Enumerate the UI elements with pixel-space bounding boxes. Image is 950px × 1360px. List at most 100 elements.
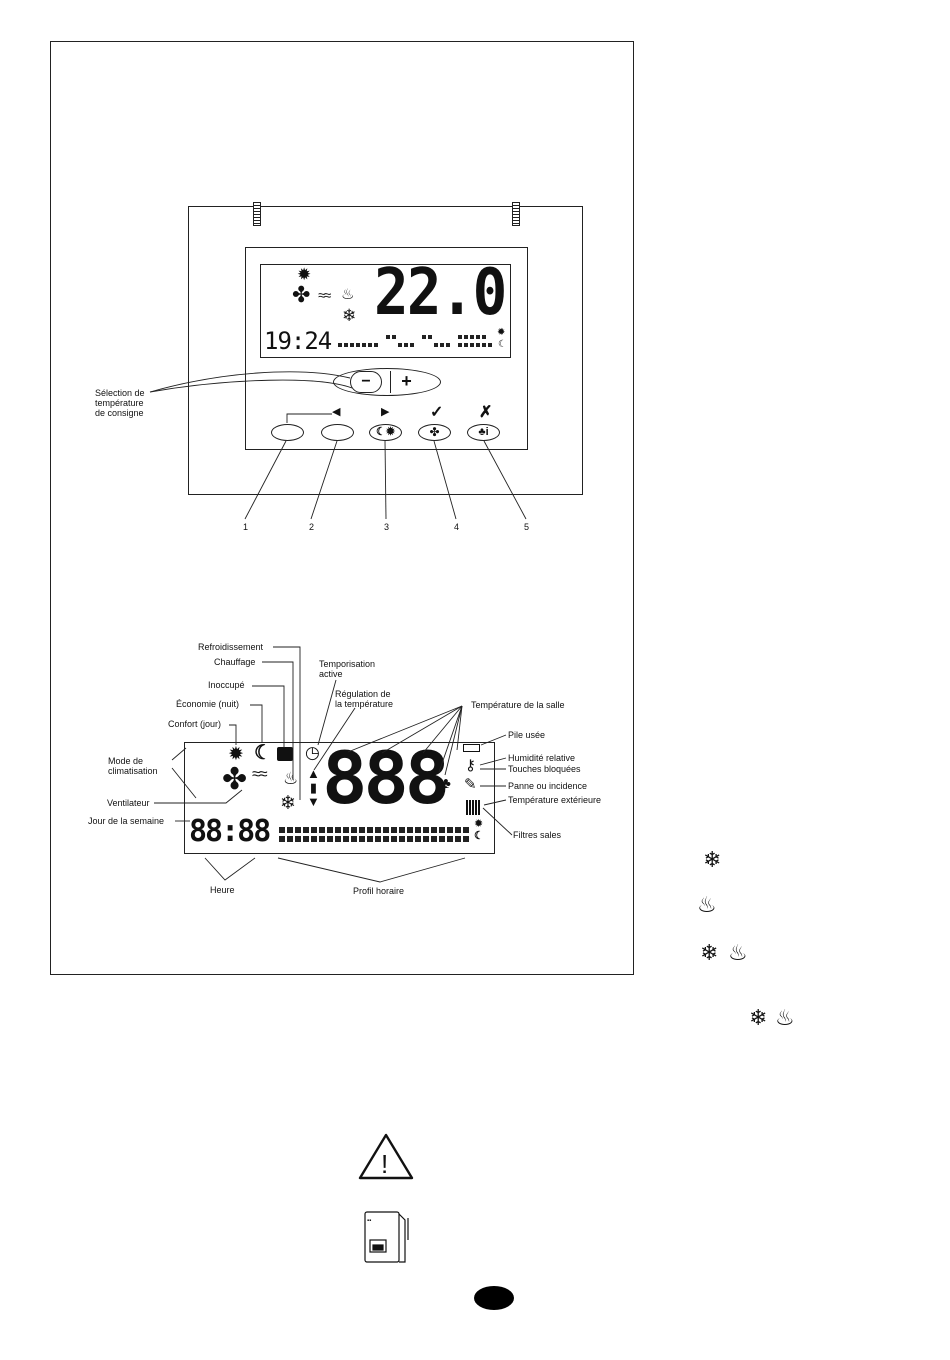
heat-icon: ♨ [283,769,299,788]
profile-segment [295,827,301,833]
heat-icon: ♨ [728,940,748,965]
label-humidite: Humidité relative [508,753,576,763]
plus-label: + [401,371,412,391]
profile-segment [407,836,413,842]
snowflake-icon: ❄ [703,847,722,872]
mount-clip-right [512,202,520,226]
label-heure: Heure [210,885,235,895]
label-touches: Touches bloquées [508,764,581,774]
svg-text:!: ! [381,1149,388,1179]
profile-segment [391,836,397,842]
label-temperature-salle: Température de la salle [471,700,565,710]
thermometer-icon: ▲▮▼ [307,766,320,809]
key-icon: ⚷ [465,757,476,774]
profile-segment [335,827,341,833]
profile-segment [343,827,349,833]
number-5: 5 [524,522,530,532]
legend-lcd [184,742,495,854]
arrow-right-icon: ▶ [381,406,390,418]
setpoint-rocker [333,368,441,396]
label-selection: Sélection de température de consigne [95,388,145,418]
profile-segment [439,836,445,842]
profile-segment [311,827,317,833]
legend-small-digits: 88:88 [189,814,271,849]
humidity-waves-icon: ≈≈ [318,287,331,303]
profile-segment [327,827,333,833]
button-5-info[interactable]: ♣i [467,424,500,441]
moon-small-icon: ☾ [498,339,507,350]
profile-segment [343,836,349,842]
profile-segment [311,836,317,842]
label-profil: Profil horaire [353,886,405,896]
fan-icon: ✤ [222,763,248,796]
snowflake-icon: ❄ [749,1005,768,1030]
profile-segment [303,836,309,842]
label-temperature-exterieure: Température extérieure [508,795,602,805]
profile-segment [279,836,285,842]
plus-button[interactable]: + [390,371,422,393]
profile-segment [391,827,397,833]
profile-segment [447,836,453,842]
thermostat-face [245,247,528,450]
profile-segment [399,836,405,842]
profile-segment [407,827,413,833]
snowflake-icon: ❄ [280,793,296,814]
info-icon: ♣i [478,426,489,438]
minus-label: − [361,373,371,390]
profile-segment [295,836,301,842]
unoccupied-icon [277,747,293,761]
check-icon: ✓ [430,404,444,421]
profile-segment [287,836,293,842]
filter-icon [466,800,481,815]
profile-segment [423,827,429,833]
profile-segment [447,827,453,833]
arrow-left-icon: ◀ [332,406,341,418]
thermostat-lcd [260,264,511,358]
snowflake-icon: ❄ [342,306,357,325]
profile-segment [455,827,461,833]
button-2[interactable] [321,424,354,441]
profile-segment [287,827,293,833]
profile-segment [335,836,341,842]
profile-segment [303,827,309,833]
page-number-badge [474,1286,514,1310]
moon-sun-icon: ☾✹ [375,426,396,438]
cross-icon: ✗ [479,404,493,421]
heat-icon: ♨ [341,286,355,303]
profile-segment [463,827,469,833]
label-refroidissement: Refroidissement [198,642,264,652]
main-frame [50,41,634,975]
label-panne: Panne ou incidence [508,781,588,791]
button-4-fan[interactable]: ✤ [418,424,451,441]
label-pile-usee: Pile usée [508,730,546,740]
fan-button-icon: ✤ [429,425,440,439]
profile-segment [375,836,381,842]
heat-icon: ♨ [775,1005,795,1030]
profile-segment [423,836,429,842]
lcd-time: 19:24 [264,327,332,355]
button-3-mode[interactable]: ☾✹ [369,424,402,441]
minus-button[interactable]: − [350,371,382,393]
moon-small-icon: ☾ [474,830,484,842]
fan-icon: ✤ [292,282,311,307]
profile-segment [383,827,389,833]
profile-segment [359,827,365,833]
profile-segment [415,836,421,842]
sun-icon: ✹ [297,265,312,284]
label-jour-semaine: Jour de la semaine [88,816,165,826]
label-economie: Économie (nuit) [176,699,240,709]
number-4: 4 [454,522,460,532]
profile-segment [431,827,437,833]
label-filtres: Filtres sales [513,830,562,840]
button-1[interactable] [271,424,304,441]
label-ventilateur: Ventilateur [107,798,150,808]
profile-segment [399,827,405,833]
profile-segment [375,827,381,833]
number-2: 2 [309,522,315,532]
profile-segment [431,836,437,842]
tree-icon: ♣ [441,775,451,792]
moon-icon: ☾ [254,742,272,764]
profile-segment [367,836,373,842]
lcd-temperature: 22.0 [374,256,507,330]
